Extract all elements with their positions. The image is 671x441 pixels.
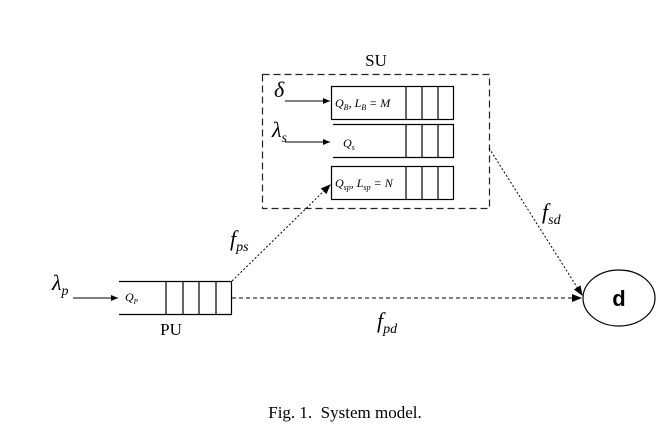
delta-symbol: δ: [274, 77, 285, 102]
queue-sp-box: [330, 165, 455, 201]
su-boundary-box: [261, 73, 491, 210]
f-sd-label: fsd: [542, 199, 562, 228]
queue-pu-label: QP: [125, 290, 139, 306]
destination-node: [582, 269, 656, 327]
queue-b: QB, LB = M: [330, 85, 455, 121]
queue-sp: Qsp, Lsp = N: [330, 165, 455, 201]
lambda-s-symbol: λs: [271, 117, 288, 146]
f-ps-label: fps: [230, 226, 249, 255]
su-label: SU: [365, 51, 387, 70]
queue-s-label: Qs: [343, 136, 355, 152]
destination-label: d: [612, 286, 625, 311]
queue-s: Qs: [333, 123, 455, 159]
link-pu-to-su: [231, 184, 331, 282]
f-pd-label: fpd: [377, 308, 398, 337]
pu-label: PU: [160, 320, 182, 339]
link-su-to-d: [488, 147, 583, 296]
figure-caption: Fig. 1. System model.: [268, 403, 421, 422]
queue-pu: QP: [119, 280, 233, 316]
lambda-p-symbol: λp: [51, 270, 69, 299]
queue-b-box: [330, 85, 455, 121]
queue-sp-label: Qsp, Lsp = N: [335, 176, 394, 192]
queue-b-label: QB, LB = M: [335, 96, 391, 112]
